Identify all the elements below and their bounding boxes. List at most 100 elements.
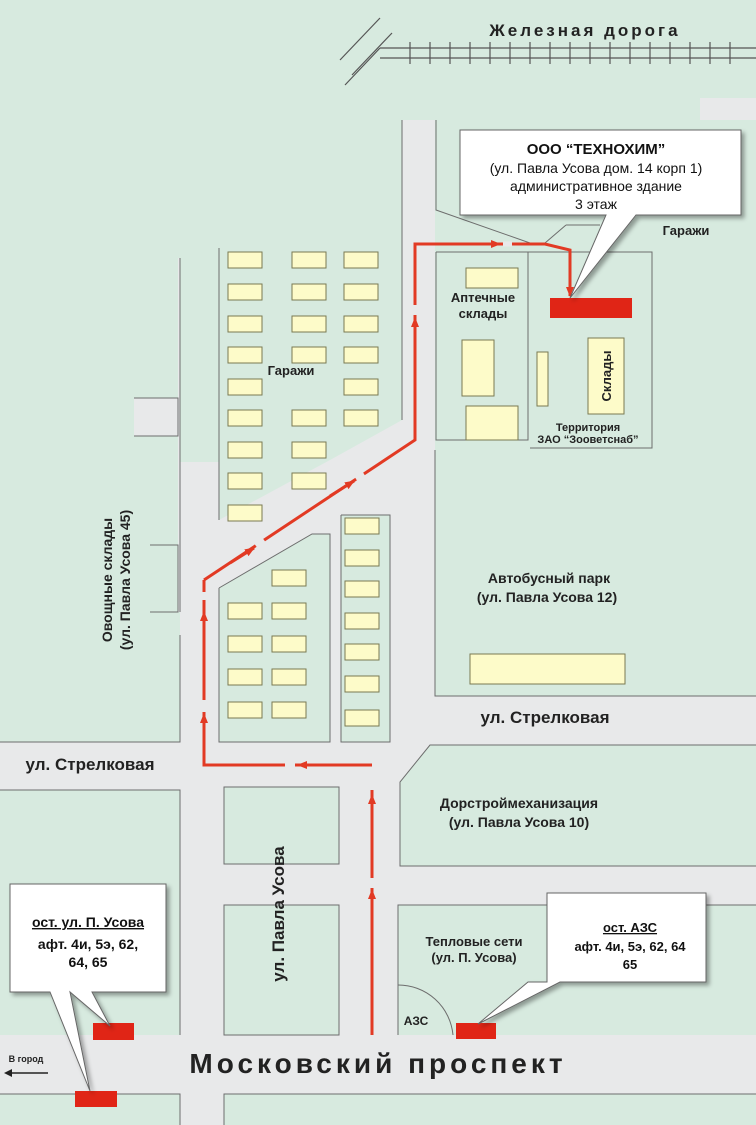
garage-building bbox=[344, 549, 380, 567]
route-gaps bbox=[201, 241, 512, 888]
bus-stop-right-callout bbox=[477, 892, 707, 1025]
garage-buildings bbox=[227, 251, 380, 727]
markers bbox=[75, 298, 632, 1107]
bus-stop-right-title: ост. АЗС bbox=[603, 920, 658, 935]
dorstroy-label-line1: Дорстроймеханизация bbox=[440, 795, 598, 811]
garage-building bbox=[343, 346, 379, 364]
railway-sleepers bbox=[409, 42, 731, 64]
office-callout-building: административное здание bbox=[510, 178, 682, 194]
garage-building bbox=[227, 701, 263, 719]
block-vegetable-warehouses bbox=[0, 258, 180, 742]
office-callout-address: (ул. Павла Усова дом. 14 корп 1) bbox=[490, 160, 703, 176]
territory-label-line2: ЗАО “Зооветснаб” bbox=[537, 434, 638, 446]
garage-building bbox=[344, 675, 380, 693]
block-center-small bbox=[224, 787, 339, 864]
pharmacy-building-top bbox=[465, 267, 519, 289]
garage-building bbox=[344, 612, 380, 630]
garage-building bbox=[271, 569, 307, 587]
garage-building bbox=[343, 283, 379, 301]
office-callout bbox=[459, 129, 742, 299]
dorstroy-label-line2: (ул. Павла Усова 10) bbox=[449, 814, 589, 830]
bus-stop-marker-left bbox=[93, 1023, 134, 1040]
block-north bbox=[0, 0, 756, 462]
moskovsky-prospekt-label: Московский проспект bbox=[189, 1048, 566, 1079]
bus-stop-left-routes-line1: афт. 4и, 5э, 62, bbox=[38, 936, 138, 952]
bus-park-label-line2: (ул. Павла Усова 12) bbox=[477, 589, 617, 605]
bus-stop-marker-left-opposite bbox=[75, 1091, 117, 1107]
gas-station-label: АЗС bbox=[404, 1014, 429, 1028]
garages-top-label: Гаражи bbox=[663, 223, 710, 238]
garage-building bbox=[344, 643, 380, 661]
garage-building bbox=[343, 409, 379, 427]
bus-stop-left-routes-line2: 64, 65 bbox=[69, 954, 108, 970]
pharmacy-building-bottom bbox=[465, 405, 519, 441]
pavla-usova-street-label: ул. Павла Усова bbox=[269, 846, 288, 982]
railway-tracks bbox=[339, 17, 756, 86]
heat-networks-label-line2: (ул. П. Усова) bbox=[431, 950, 516, 965]
pharmacy-building-middle bbox=[461, 339, 495, 397]
office-callout-title: ООО “ТЕХНОХИМ” bbox=[527, 141, 666, 158]
garage-building bbox=[343, 378, 379, 396]
garage-building bbox=[227, 251, 263, 269]
strelkovaya-street-label-right: ул. Стрелковая bbox=[481, 708, 610, 727]
pharmacy-label-line1: Аптечные bbox=[451, 290, 515, 305]
to-city-label: В город bbox=[9, 1054, 44, 1064]
garage-building bbox=[227, 378, 263, 396]
strelkovaya-street-label-left: ул. Стрелковая bbox=[26, 755, 155, 774]
garage-building bbox=[291, 315, 327, 333]
garage-building bbox=[227, 283, 263, 301]
garage-building bbox=[271, 602, 307, 620]
route-arrows bbox=[200, 240, 574, 960]
bus-park-label-line1: Автобусный парк bbox=[488, 570, 611, 586]
narrow-building bbox=[536, 351, 549, 407]
vegetable-warehouses-label-line2: (ул. Павла Усова 45) bbox=[117, 510, 133, 650]
route-arrow bbox=[329, 479, 355, 498]
garage-building bbox=[291, 472, 327, 490]
garage-building bbox=[271, 701, 307, 719]
territory-label-line1: Территория bbox=[556, 422, 620, 434]
bus-stop-right-routes-line2: 65 bbox=[623, 957, 637, 972]
garage-building bbox=[344, 709, 380, 727]
garage-building bbox=[291, 251, 327, 269]
garage-building bbox=[344, 580, 380, 598]
garage-building bbox=[291, 346, 327, 364]
garage-building bbox=[343, 315, 379, 333]
garage-building bbox=[227, 409, 263, 427]
garage-building bbox=[227, 602, 263, 620]
garages-left-label: Гаражи bbox=[268, 363, 315, 378]
bus-stop-marker-right bbox=[456, 1023, 496, 1039]
garage-building bbox=[227, 635, 263, 653]
bus-stop-right-routes-line1: афт. 4и, 5э, 62, 64 bbox=[574, 939, 686, 954]
to-city-arrow-icon bbox=[4, 1069, 48, 1077]
railway-label: Железная дорога bbox=[488, 21, 680, 40]
bus-park-building bbox=[469, 653, 626, 685]
bus-stop-left-title: ост. ул. П. Усова bbox=[32, 914, 144, 930]
block-outlines bbox=[0, 120, 756, 1125]
garage-building bbox=[227, 472, 263, 490]
garage-building bbox=[291, 283, 327, 301]
garage-building bbox=[227, 441, 263, 459]
garage-building bbox=[227, 346, 263, 364]
block-dorstroy bbox=[400, 745, 756, 866]
garage-building bbox=[343, 251, 379, 269]
garage-building bbox=[271, 635, 307, 653]
warehouses-label: Склады bbox=[599, 351, 614, 402]
heat-networks-label-line1: Тепловые сети bbox=[426, 934, 523, 949]
garage-building bbox=[227, 504, 263, 522]
office-marker bbox=[550, 298, 632, 318]
territory-buildings bbox=[461, 267, 626, 685]
vegetable-warehouses-label-line1: Овощные склады bbox=[99, 518, 115, 642]
warehouse-building bbox=[587, 337, 625, 415]
garage-building bbox=[227, 315, 263, 333]
garage-building bbox=[271, 668, 307, 686]
pharmacy-label-line2: склады bbox=[459, 306, 508, 321]
garage-building bbox=[291, 409, 327, 427]
block-bottom-right bbox=[224, 1094, 756, 1125]
garage-building bbox=[344, 517, 380, 535]
block-pavla-usova bbox=[224, 905, 339, 1035]
route-arrow bbox=[229, 546, 255, 565]
garage-building bbox=[291, 441, 327, 459]
office-callout-floor: 3 этаж bbox=[575, 196, 618, 212]
bus-stop-left-callout bbox=[9, 883, 167, 1092]
